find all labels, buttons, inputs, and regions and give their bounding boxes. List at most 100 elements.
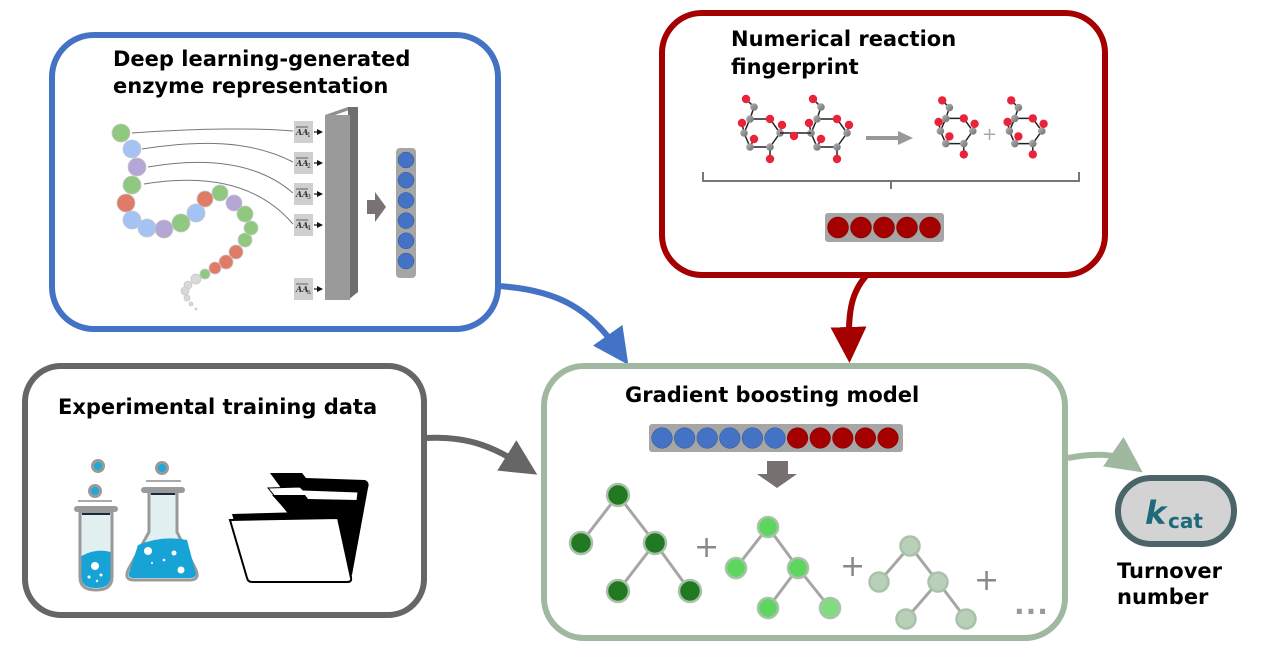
output-label-line1: Turnover: [1117, 559, 1223, 583]
oxygen-atom: [1039, 119, 1048, 128]
carbon-atom: [1038, 127, 1046, 135]
oxygen-atom: [970, 119, 979, 128]
oxygen-atom: [844, 120, 854, 130]
enzyme-feature-node: [674, 427, 696, 449]
enzyme-feature-node: [397, 252, 415, 270]
training-panel-title: Experimental training data: [58, 395, 377, 419]
oxygen-atom: [832, 114, 842, 124]
tree-node: [642, 530, 668, 556]
enzyme-feature-node: [397, 192, 415, 209]
oxygen-atom: [808, 94, 818, 104]
amino-acid-input-1: AA1: [294, 121, 323, 143]
residue-bead: [236, 205, 254, 223]
enzyme-feature-node: [397, 212, 415, 229]
carbon-atom: [942, 114, 950, 123]
neural-network-layer-icon: [325, 107, 358, 300]
tree-node: [756, 596, 780, 620]
carbon-atom: [813, 115, 821, 123]
kcat-output: k cat Turnover number: [1115, 475, 1237, 609]
amino-acid-subscript: n: [307, 289, 311, 296]
oxygen-atom: [804, 118, 814, 128]
carbon-atom: [843, 129, 851, 137]
carbon-atom: [945, 103, 954, 112]
combined-feature-vector: [649, 424, 903, 452]
oxygen-atom: [1028, 150, 1038, 159]
residue-bead: [194, 307, 198, 311]
oxygen-atom: [959, 114, 968, 123]
carbon-atom: [766, 143, 774, 151]
bracket-icon: [702, 172, 1080, 189]
tree-node: [756, 515, 780, 539]
tree-plus-sign-2: +: [840, 549, 865, 584]
amino-acid-input-3: AA3: [294, 183, 323, 205]
enzyme-feature-node: [741, 427, 763, 449]
residue-bead: [122, 139, 142, 159]
amino-acid-subscript: 4: [307, 225, 311, 232]
reaction-molecules: [737, 94, 1048, 164]
oxygen-atom: [765, 154, 775, 164]
amino-acid-input-4: AA4: [294, 214, 323, 236]
carbon-atom: [969, 127, 977, 135]
decision-tree-2: [724, 515, 842, 620]
oxygen-atom: [765, 114, 775, 124]
carbon-atom: [750, 103, 758, 111]
carbon-atom: [740, 129, 748, 137]
residue-bead: [127, 157, 147, 177]
tree-node: [605, 482, 631, 508]
reaction-feature-node: [832, 427, 854, 449]
tree-node: [818, 596, 842, 620]
enzyme-feature-node: [764, 427, 786, 449]
residue-bead: [137, 218, 157, 238]
amino-acid-subscript: 1: [307, 132, 311, 139]
glucose-ring-2: [804, 94, 854, 164]
residue-bead: [218, 254, 234, 270]
oxygen-atom: [1007, 96, 1016, 105]
reaction-feature-node: [850, 216, 872, 239]
tree-node: [724, 556, 748, 580]
kcat-symbol: k: [1145, 494, 1168, 532]
carbon-atom: [746, 143, 754, 151]
reaction-feature-node: [854, 427, 876, 449]
right-arrow-icon: [367, 192, 386, 222]
residue-bead: [243, 220, 259, 236]
reaction-plus-sign: +: [982, 124, 997, 145]
amino-acid-label: AA: [295, 189, 308, 199]
arrow-training-to-model: [425, 434, 538, 475]
output-label-line2: number: [1117, 585, 1209, 609]
residue-bead: [228, 244, 244, 260]
residue-bead: [208, 261, 222, 275]
amino-acid-input-n: AAn: [294, 278, 323, 300]
oxygen-atom: [749, 134, 759, 144]
oxygen-atom: [741, 94, 751, 104]
carbon-atom: [1011, 139, 1019, 148]
oxygen-atom: [832, 154, 842, 164]
residue-bead: [186, 203, 206, 223]
residue-bead: [122, 175, 142, 195]
tree-node: [677, 578, 703, 604]
residue-bead: [225, 194, 243, 212]
enzyme-representation-panel: Deep learning-generated enzyme represent…: [49, 32, 501, 332]
enzyme-feature-node: [397, 171, 415, 189]
oxygen-atom: [777, 120, 787, 130]
oxygen-atom: [934, 117, 943, 127]
residue-bead: [199, 268, 211, 280]
carbon-atom: [813, 143, 821, 151]
amino-acid-box: [294, 152, 313, 174]
enzyme-feature-node: [397, 232, 415, 250]
oxygen-atom: [1003, 117, 1012, 127]
reaction-fingerprint-panel: Numerical reaction fingerprint +: [659, 10, 1108, 278]
tree-node: [955, 608, 977, 630]
residue-bead: [122, 210, 142, 230]
enzyme-feature-node: [696, 427, 718, 449]
residue-bead: [190, 273, 202, 285]
carbon-atom: [833, 143, 841, 151]
reaction-feature-node: [827, 216, 849, 239]
residue-bead: [180, 286, 190, 296]
tree-node: [927, 571, 949, 593]
reaction-panel-title-line2: fingerprint: [731, 55, 859, 79]
tree-node: [786, 556, 810, 580]
amino-acid-label: AA: [295, 127, 308, 137]
reaction-panel-title-line1: Numerical reaction: [731, 27, 956, 51]
carbon-atom: [1011, 114, 1019, 123]
